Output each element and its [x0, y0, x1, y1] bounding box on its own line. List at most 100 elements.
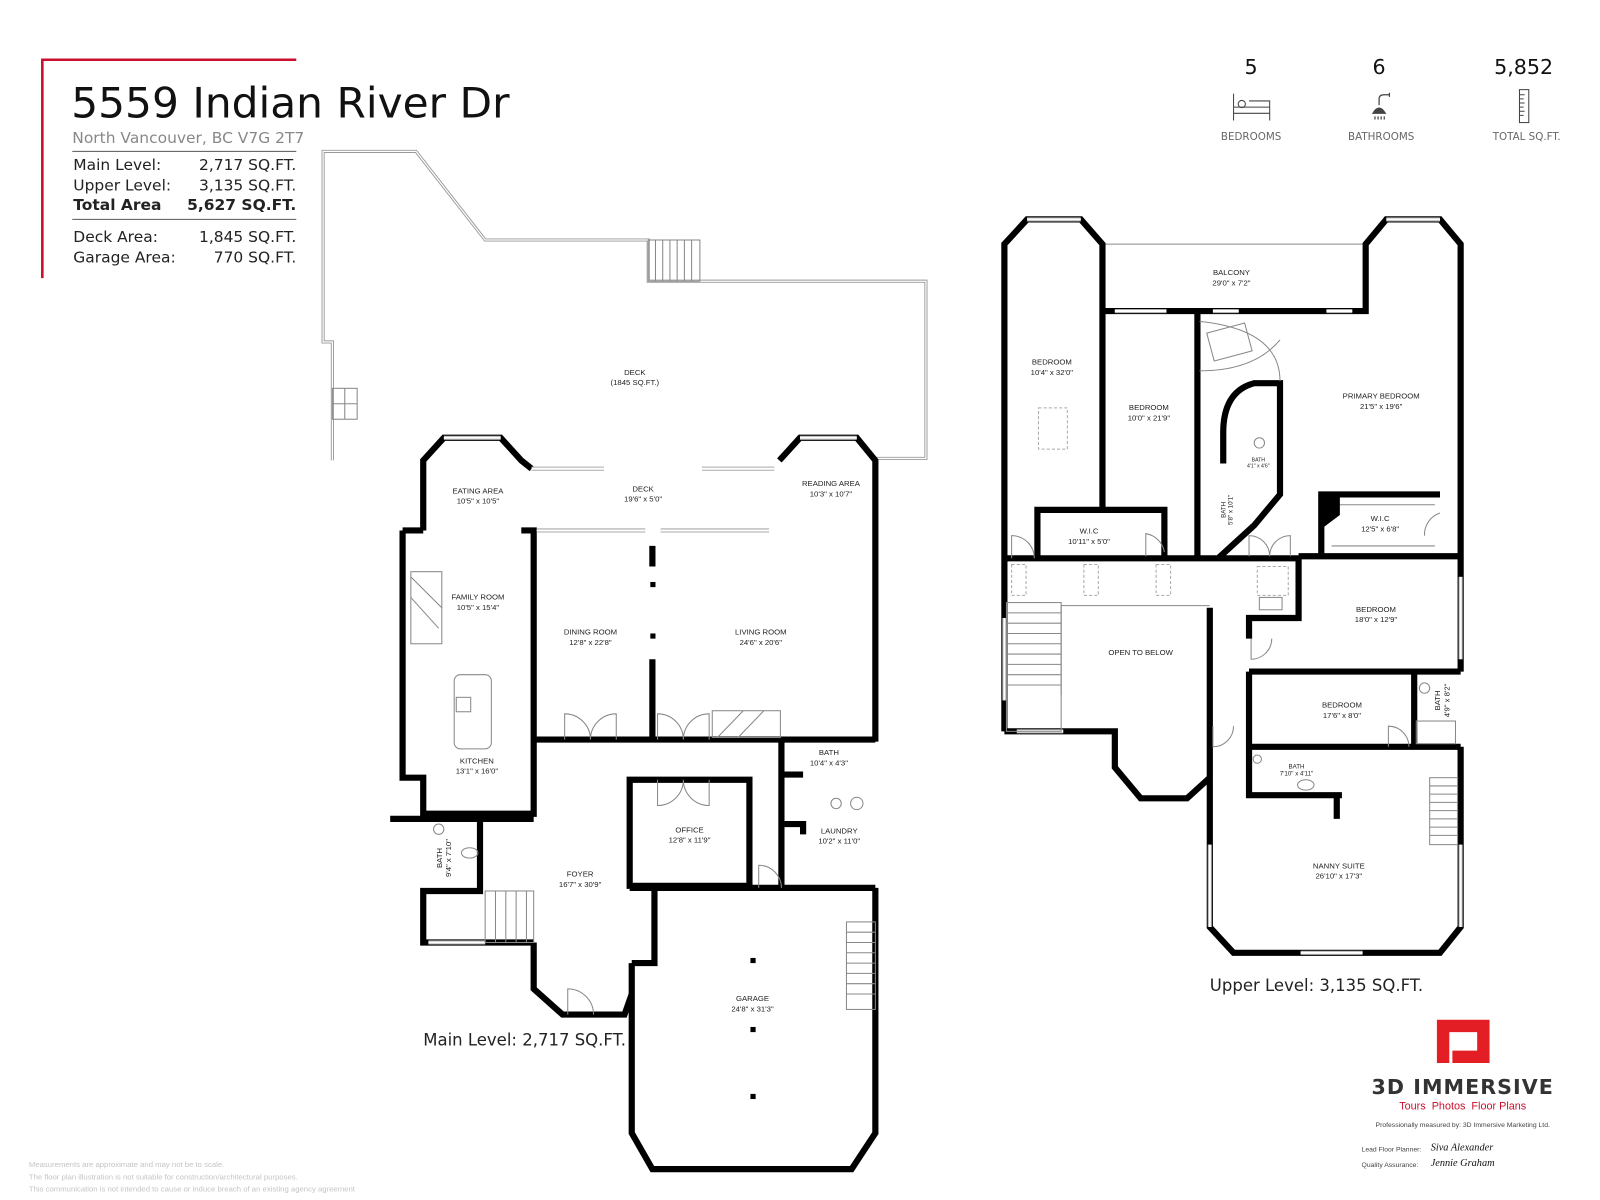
accent-frame — [41, 58, 297, 279]
qa-label: Quality Assurance: — [1362, 1162, 1419, 1169]
fixtures — [1011, 320, 1456, 791]
svg-text:18'0" x 12'9": 18'0" x 12'9" — [1355, 615, 1398, 624]
property-city: North Vancouver, BC V7G 2T7 — [72, 129, 304, 147]
room-label-wic-2: W.I.C 12'5" x 6'8" — [1361, 514, 1399, 533]
svg-text:4'1" x 4'6": 4'1" x 4'6" — [1247, 464, 1270, 470]
room-label-laundry: LAUNDRY 10'2" x 11'0" — [818, 826, 860, 845]
disclaimer-line: Measurements are approximate and may not… — [29, 1160, 224, 1169]
svg-text:BATH: BATH — [435, 848, 444, 868]
svg-text:10'11" x 5'0": 10'11" x 5'0" — [1068, 537, 1110, 546]
fixtures — [410, 571, 876, 1010]
disclaimer-line: This communication is not intended to ca… — [29, 1185, 356, 1194]
svg-text:FAMILY ROOM: FAMILY ROOM — [451, 592, 504, 601]
upper-level-caption: Upper Level: 3,135 SQ.FT. — [1210, 976, 1423, 995]
svg-text:BALCONY: BALCONY — [1213, 268, 1250, 277]
stat-sqft-label: TOTAL SQ.FT. — [1492, 131, 1561, 143]
svg-text:OFFICE: OFFICE — [675, 825, 703, 834]
svg-text:5'8" x 10'1": 5'8" x 10'1" — [1228, 495, 1235, 525]
stats: 5 BEDROOMS 6 BATHROOMS 5,852 TOTAL SQ.FT… — [1221, 55, 1561, 143]
main-level-caption: Main Level: 2,717 SQ.FT. — [423, 1031, 626, 1050]
svg-text:10'4" x 4'3": 10'4" x 4'3" — [810, 758, 848, 767]
svg-text:W.I.C: W.I.C — [1371, 514, 1390, 523]
room-label-open-to-below: OPEN TO BELOW — [1108, 648, 1173, 657]
columns — [650, 581, 756, 1100]
shower-icon — [1371, 92, 1391, 120]
walls — [390, 434, 879, 1173]
svg-text:26'10" x 17'3": 26'10" x 17'3" — [1315, 872, 1362, 881]
company-tagline: Tours Photos Floor Plans — [1399, 1100, 1527, 1112]
svg-text:FOYER: FOYER — [567, 870, 594, 879]
branding: 3D IMMERSIVE Tours Photos Floor Plans Pr… — [1362, 1019, 1553, 1169]
svg-text:BEDROOM: BEDROOM — [1356, 605, 1396, 614]
bbq-icon — [331, 387, 358, 420]
svg-text:29'0" x 7'2": 29'0" x 7'2" — [1212, 278, 1250, 287]
doors — [1011, 512, 1441, 748]
svg-text:BATH: BATH — [1288, 763, 1304, 770]
svg-text:13'1" x 16'0": 13'1" x 16'0" — [456, 767, 499, 776]
deck-stairs — [647, 239, 701, 282]
stat-bedrooms-label: BEDROOMS — [1221, 131, 1281, 143]
area-label: Upper Level: — [73, 177, 171, 195]
svg-text:BEDROOM: BEDROOM — [1129, 403, 1169, 412]
lead-planner-label: Lead Floor Planner: — [1362, 1147, 1422, 1154]
area-value: 5,627 SQ.FT. — [187, 196, 296, 214]
measured-by: Professionally measured by: 3D Immersive… — [1376, 1122, 1550, 1129]
svg-text:10'2" x 11'0": 10'2" x 11'0" — [818, 837, 860, 846]
svg-text:10'5" x 10'5": 10'5" x 10'5" — [457, 497, 500, 506]
company-logo — [1436, 1019, 1490, 1064]
qa-signature: Jennie Graham — [1431, 1158, 1495, 1169]
stat-bathrooms-value: 6 — [1373, 55, 1386, 79]
svg-text:LAUNDRY: LAUNDRY — [821, 826, 858, 835]
bed-icon — [1233, 93, 1271, 121]
svg-text:24'8" x 31'3": 24'8" x 31'3" — [731, 1005, 774, 1014]
area-value: 2,717 SQ.FT. — [199, 156, 296, 174]
svg-text:17'6" x 8'0": 17'6" x 8'0" — [1323, 711, 1361, 720]
svg-text:12'5" x 6'8": 12'5" x 6'8" — [1361, 525, 1399, 534]
area-label: Garage Area: — [73, 249, 175, 267]
stairs — [1005, 596, 1459, 846]
svg-text:DECK: DECK — [632, 484, 654, 493]
windows — [428, 435, 857, 945]
svg-text:PRIMARY BEDROOM: PRIMARY BEDROOM — [1343, 392, 1420, 401]
svg-text:24'6" x 20'6": 24'6" x 20'6" — [740, 638, 783, 647]
stat-bedrooms-value: 5 — [1245, 55, 1258, 79]
deck-outline — [321, 149, 928, 461]
svg-text:21'5" x 19'6": 21'5" x 19'6" — [1360, 402, 1403, 411]
walls — [1001, 216, 1464, 956]
area-value: 3,135 SQ.FT. — [199, 177, 296, 195]
svg-text:BATH: BATH — [1220, 502, 1227, 518]
svg-text:10'4" x 32'0": 10'4" x 32'0" — [1031, 368, 1074, 377]
svg-text:BATH: BATH — [1252, 457, 1266, 463]
svg-text:OPEN TO BELOW: OPEN TO BELOW — [1108, 648, 1173, 657]
svg-text:READING AREA: READING AREA — [802, 479, 861, 488]
area-value: 1,845 SQ.FT. — [199, 228, 296, 246]
svg-text:10'5" x 15'4": 10'5" x 15'4" — [457, 603, 500, 612]
svg-text:7'10" x 4'11": 7'10" x 4'11" — [1280, 771, 1313, 778]
svg-text:BEDROOM: BEDROOM — [1032, 358, 1072, 367]
stat-bathrooms-label: BATHROOMS — [1348, 131, 1414, 143]
area-label: Main Level: — [73, 156, 161, 174]
area-label: Deck Area: — [73, 228, 158, 246]
